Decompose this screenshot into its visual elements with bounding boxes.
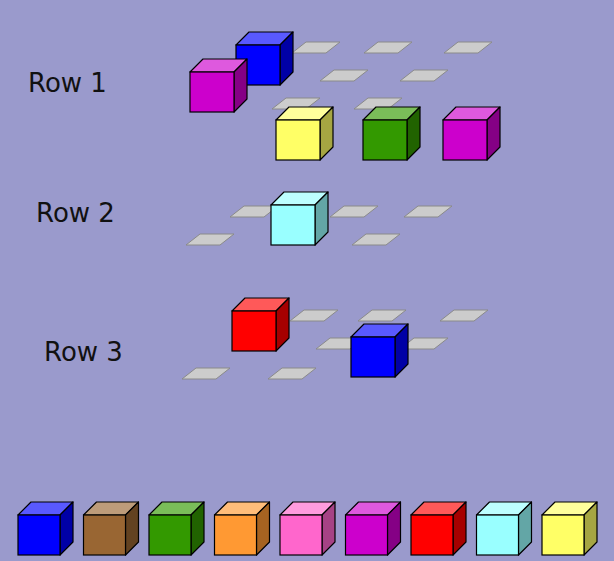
cube-front bbox=[18, 515, 60, 555]
floor-tile bbox=[444, 42, 492, 53]
floor-tile bbox=[320, 70, 368, 81]
cube-side bbox=[60, 502, 73, 555]
cube-front bbox=[477, 515, 519, 555]
cube-front bbox=[276, 120, 320, 160]
cube-front bbox=[149, 515, 191, 555]
cube-side bbox=[388, 502, 401, 555]
floor-tile bbox=[330, 206, 378, 217]
floor-tile bbox=[268, 368, 316, 379]
floor-tile bbox=[358, 310, 406, 321]
cube-side bbox=[280, 32, 293, 85]
cube-side bbox=[395, 324, 408, 377]
floor-tile bbox=[404, 206, 452, 217]
cube-side bbox=[407, 107, 420, 160]
cube-side bbox=[487, 107, 500, 160]
cube-front bbox=[411, 515, 453, 555]
cube-side bbox=[584, 502, 597, 555]
cube-side bbox=[315, 192, 328, 245]
cube-side bbox=[257, 502, 270, 555]
cube-side bbox=[191, 502, 204, 555]
floor-tile bbox=[352, 234, 400, 245]
cube-front bbox=[351, 337, 395, 377]
floor-tile bbox=[290, 310, 338, 321]
cube-side bbox=[519, 502, 532, 555]
cube-side bbox=[453, 502, 466, 555]
cube-side bbox=[126, 502, 139, 555]
cube-side bbox=[320, 107, 333, 160]
cube-front bbox=[215, 515, 257, 555]
cube-side bbox=[276, 298, 289, 351]
floor-tile bbox=[182, 368, 230, 379]
cube-front bbox=[363, 120, 407, 160]
cube-front bbox=[443, 120, 487, 160]
cube-front bbox=[84, 515, 126, 555]
floor-tile bbox=[186, 234, 234, 245]
cube-side bbox=[234, 59, 247, 112]
floor-tile bbox=[364, 42, 412, 53]
floor-tile bbox=[440, 310, 488, 321]
cube-front bbox=[280, 515, 322, 555]
cube-front bbox=[271, 205, 315, 245]
floor-tile bbox=[292, 42, 340, 53]
cube-side bbox=[322, 502, 335, 555]
row-label: Row 1 bbox=[28, 68, 107, 98]
row-label: Row 3 bbox=[44, 337, 123, 367]
cube-front bbox=[232, 311, 276, 351]
cube-front bbox=[346, 515, 388, 555]
cube-front bbox=[190, 72, 234, 112]
floor-tile bbox=[400, 70, 448, 81]
cube-front bbox=[542, 515, 584, 555]
row-label: Row 2 bbox=[36, 198, 115, 228]
